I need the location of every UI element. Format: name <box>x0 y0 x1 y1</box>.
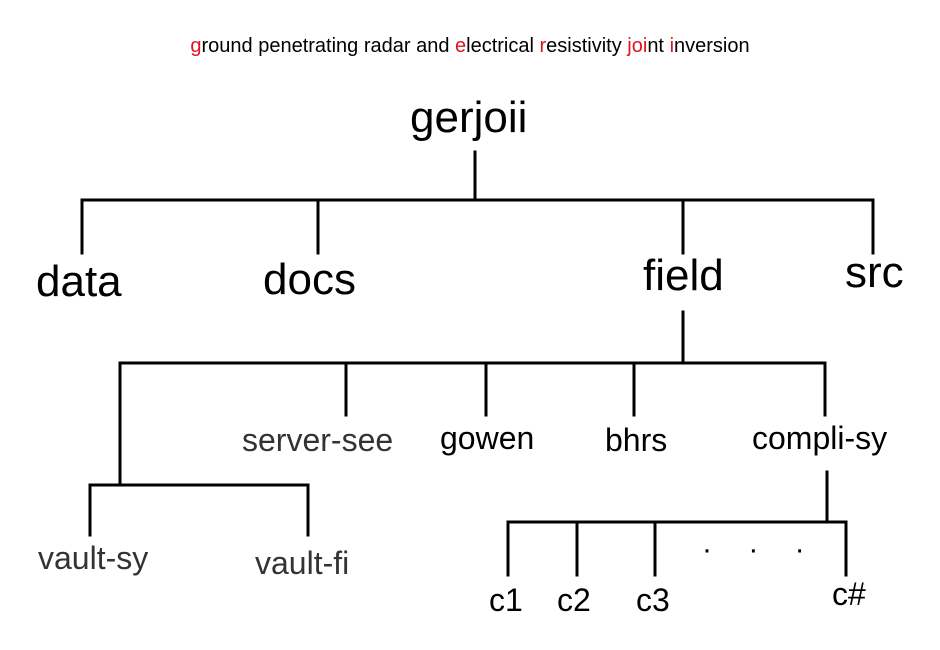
node-vault-sy: vault-sy <box>38 540 149 576</box>
node-server-see: server-see <box>242 422 394 458</box>
node-root: gerjoii <box>410 93 528 142</box>
title-part: i <box>669 35 675 57</box>
title-part: e <box>455 35 467 57</box>
node-c-hash: c# <box>832 576 866 612</box>
ellipsis-more-nodes: · · · <box>702 533 819 566</box>
title-part: lectrical <box>466 35 540 57</box>
title-part: nversion <box>674 35 750 57</box>
node-c2: c2 <box>557 582 591 618</box>
node-c1: c1 <box>489 582 523 618</box>
title-part: esistivity <box>546 35 628 57</box>
node-gowen: gowen <box>440 420 535 456</box>
diagram-title: ground penetrating radar and electrical … <box>0 35 940 58</box>
node-data: data <box>36 257 122 306</box>
node-compli-sy: compli-sy <box>752 420 888 456</box>
title-part: g <box>190 35 202 57</box>
title-part: nt <box>647 35 670 57</box>
node-field: field <box>643 251 724 300</box>
title-part: r <box>539 35 547 57</box>
node-bhrs: bhrs <box>605 422 668 458</box>
title-part: round penetrating radar and <box>201 35 456 57</box>
title-part: joi <box>627 35 648 57</box>
node-src: src <box>845 248 904 297</box>
node-vault-fi: vault-fi <box>255 545 350 581</box>
node-docs: docs <box>263 255 356 304</box>
node-c3: c3 <box>636 582 670 618</box>
